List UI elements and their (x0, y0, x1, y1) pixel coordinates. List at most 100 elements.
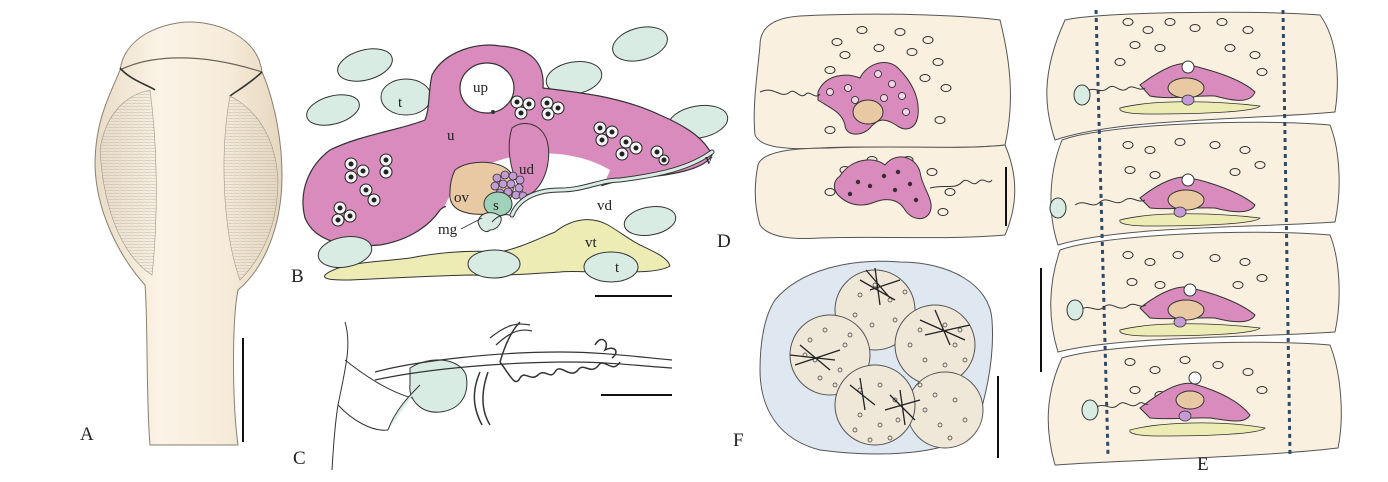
vas-deferens-fill (510, 150, 714, 217)
egg-clusters (331, 95, 670, 227)
eggs-d-lower (847, 169, 919, 203)
gland (1173, 316, 1187, 328)
egg-cluster (540, 96, 565, 121)
vas-line (1079, 303, 1147, 311)
chaetae-bundles (789, 267, 971, 426)
testis (583, 251, 639, 283)
egg-cluster (331, 201, 357, 227)
convoluted-duct-tip (594, 338, 617, 359)
genital-complex-e1 (1073, 60, 1261, 115)
genital-complex-e4 (1081, 371, 1266, 437)
part-label-vt: vt (585, 235, 598, 251)
testis (623, 205, 677, 237)
ovary (1175, 390, 1205, 410)
branch-duct (489, 323, 533, 346)
part-label-ud: ud (519, 162, 535, 178)
leader-mg (460, 217, 483, 230)
pore-dot (491, 110, 495, 114)
testis (612, 26, 668, 62)
vas-line (1074, 197, 1146, 206)
gland (1178, 410, 1192, 422)
vitellarium (1119, 101, 1261, 115)
egg-cluster (510, 95, 536, 120)
vas-line-d-lower (929, 179, 993, 189)
vitellarium (1119, 323, 1261, 337)
vitellarium (1129, 422, 1266, 437)
panel-label-d: D (717, 231, 731, 252)
sperm-duct (374, 361, 673, 381)
genital-complex-e3 (1066, 283, 1261, 337)
uterine-pore (1181, 173, 1195, 187)
worm-peristomium-line (119, 67, 263, 97)
uterine-pore (1183, 283, 1197, 297)
panel-c: C (293, 321, 673, 471)
seminal-vesicles-e (1114, 18, 1268, 399)
embryo-spheres (789, 269, 984, 449)
part-label-ov: ov (454, 190, 470, 206)
genital-complex-e2 (1049, 173, 1261, 227)
gland (1173, 206, 1187, 218)
uterine-pore (459, 62, 515, 114)
male-gland (477, 212, 502, 233)
testis-group-lower (317, 236, 639, 283)
part-label-v: v (705, 152, 713, 168)
branch-duct (482, 371, 491, 426)
gland (1181, 94, 1195, 106)
vas-line-d-upper (759, 89, 821, 97)
ovary (1167, 189, 1205, 211)
egg-cluster (615, 135, 643, 161)
panel-label-f: F (733, 430, 744, 451)
panel-b: up t u ud v ov s vd mg vt t B (291, 26, 729, 297)
egg-cluster (379, 153, 393, 179)
testis (467, 249, 521, 279)
egg-cluster (344, 157, 370, 184)
panel-label-b: B (291, 266, 304, 287)
clitellum-right (223, 95, 279, 281)
ovary (1167, 299, 1205, 321)
part-label-up: up (473, 80, 488, 96)
testis (306, 94, 360, 126)
sperm-duct (374, 351, 673, 373)
egg-cluster (359, 183, 381, 207)
vitellarium (324, 219, 671, 281)
testis (337, 48, 393, 82)
pore-organ (1049, 197, 1067, 219)
reproductive-organ-d-lower (833, 156, 932, 219)
vas-line (1094, 402, 1149, 409)
pore-organ (1073, 84, 1091, 106)
panel-a: A (80, 21, 283, 446)
worm-prostomium (119, 57, 263, 73)
seminal-vesicles-d (824, 26, 956, 216)
pore-organ (1081, 399, 1099, 421)
branch-duct (473, 371, 483, 426)
duct-connector (387, 384, 421, 431)
testis (380, 78, 432, 116)
part-label-u: u (447, 128, 455, 144)
clitellum-left (99, 89, 157, 276)
part-label-mg: mg (438, 222, 458, 238)
dashed-line-right (1281, 9, 1292, 456)
panel-f: F (733, 260, 999, 458)
uterine-pore (1181, 60, 1195, 74)
part-label-t: t (398, 95, 403, 111)
panel-label-e: E (1197, 454, 1209, 475)
vitellarium (1119, 213, 1261, 227)
uterine-pore (1188, 371, 1202, 385)
panel-label-a: A (80, 424, 94, 445)
pore-organ (1066, 299, 1084, 321)
ovary-d (852, 99, 884, 125)
dashed-line-left (1094, 9, 1110, 456)
panel-label-c: C (293, 448, 306, 469)
testis (317, 236, 373, 268)
part-label-t-lower: t (615, 260, 620, 276)
panel-e: E (1040, 9, 1342, 475)
eggs-d-upper (826, 70, 910, 116)
egg-cluster (650, 145, 670, 166)
part-label-s: s (493, 198, 499, 214)
vas-line (1084, 85, 1146, 93)
body-wall-line (331, 321, 349, 471)
part-label-vd: vd (597, 198, 613, 214)
egg-cluster (593, 121, 619, 147)
panel-d: D (717, 13, 1016, 252)
